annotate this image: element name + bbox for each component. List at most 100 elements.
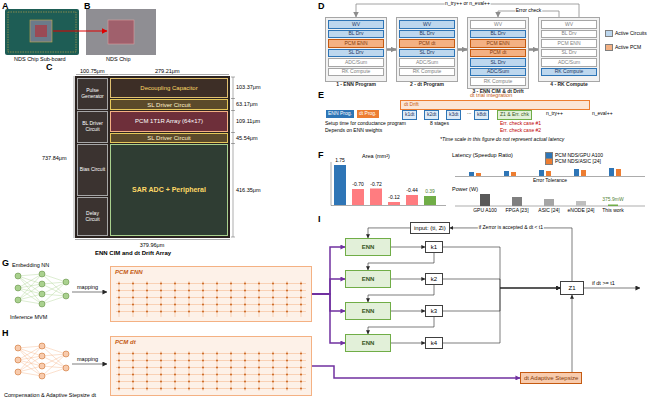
annotation: *Time scale in this figure do not repres… (440, 137, 564, 143)
circuit-block: BL Driver Circuit (77, 111, 108, 143)
annotation: 103.37μm (236, 84, 261, 90)
bar (609, 168, 614, 176)
stage-block: k1dt (402, 110, 417, 120)
array-ground (110, 336, 312, 396)
stage-block: k8dt (474, 110, 489, 120)
bar (469, 172, 474, 176)
annotation: Latency (Speedup Ratio) (452, 152, 513, 158)
node-text: k3 (431, 308, 437, 315)
node-text: Decoupling Capacitor (140, 85, 197, 92)
power-chart (455, 194, 645, 206)
node-text: BL Drv (490, 31, 505, 37)
stage-box: 1 - ENN ProgramWVBL DrvPCM ENNSL DrvADC/… (325, 17, 387, 82)
inactive-unit: RK Compute (328, 68, 384, 77)
bars-gpu (469, 168, 614, 176)
panel-letter: H (2, 328, 9, 338)
node-text: PCM dt (419, 41, 436, 47)
stage-block: k3dt (446, 110, 461, 120)
inactive-unit: BL Drv (541, 30, 597, 39)
panel-letter: B (84, 1, 91, 11)
node-text: SL Drv (348, 50, 363, 56)
annotation: Compensation & Adaptive Stepsize dt (4, 392, 96, 398)
annotation: -0.72 (370, 182, 381, 188)
active-pcm: PCM dt (399, 39, 455, 48)
active-pcm: PCM ENN (470, 39, 526, 48)
inactive-unit: WV (470, 20, 526, 29)
annotation: mapping (77, 284, 98, 290)
annotation: Setup time for conductance program (325, 121, 406, 127)
annotation: Err. check case #2 (500, 128, 541, 134)
legend-item: Active Circuits (605, 30, 647, 37)
annotation: Embedding NN (12, 262, 49, 268)
chip-layout (74, 75, 235, 240)
bar (546, 171, 551, 176)
annotation: n_eval++ (592, 111, 613, 117)
legend-text: Active Circuits (615, 31, 647, 37)
annotation: dt trial integration (470, 92, 512, 98)
inactive-unit: SL Drv (541, 49, 597, 58)
connector (312, 366, 520, 378)
stage-title: 2 - dt Program (397, 82, 457, 88)
node-text: Pulse Generator (79, 88, 106, 100)
node-text: SL Drv (561, 50, 576, 56)
stepsize-box: dt Adaptive Stepsize (520, 372, 582, 384)
synapse-lines (18, 274, 66, 304)
panel-letter: D (318, 1, 325, 11)
node-text: k4 (431, 340, 437, 347)
node-text: Z1 & Err. chk (500, 112, 529, 118)
connector (391, 279, 425, 280)
mapping-arrow (72, 364, 107, 365)
node-text: SL Drv (490, 60, 505, 66)
active-circuit: BL Drv (328, 30, 384, 39)
node-text: ADC/Sum (345, 60, 367, 66)
circuit-block: Delay Circuit (77, 197, 108, 236)
bar (476, 173, 481, 176)
array-ground (110, 266, 312, 322)
annotation: 109.11μm (236, 118, 260, 124)
annotation: 375.9mW (602, 197, 623, 203)
node-text: BL Drv (561, 31, 576, 37)
chip-photo (86, 9, 156, 55)
k-box: k1 (425, 241, 443, 253)
annotation: Area (mm²) (362, 153, 390, 159)
connector (312, 294, 345, 311)
area-chart (331, 162, 446, 206)
legend-text: PCM NDS/ASIC [24] (555, 159, 601, 165)
node-text: PCM dt (490, 50, 507, 56)
edge-label: Error check (515, 8, 543, 14)
stage-box: 4 - RK ComputeWVBL DrvPCM ENNSL DrvADC/S… (538, 17, 600, 82)
node-text: k2dt (427, 112, 436, 118)
panel-letter: E (318, 90, 324, 100)
connector (312, 247, 345, 294)
enn-box: ENN (345, 238, 391, 256)
node-text: ENN (362, 308, 375, 315)
bar (388, 202, 400, 205)
active-circuit: SL Drv (399, 49, 455, 58)
board-photo (5, 9, 79, 55)
axis (455, 176, 645, 177)
enn-box: ENN (345, 302, 391, 320)
annotation: ... (467, 110, 471, 116)
node-text: Delay Circuit (79, 211, 106, 223)
node-text: ENN Prog. (328, 111, 352, 117)
node-text: PCM ENN (115, 269, 143, 276)
enn-box: ENN (345, 270, 391, 288)
node-text: WV (494, 22, 502, 28)
legend-item: Active PCM (605, 44, 641, 51)
annotation: 0.39 (425, 189, 435, 195)
node-text: input: (ti, Zi) (414, 225, 446, 232)
bar (544, 199, 554, 206)
node-text: PCM ENN (486, 41, 509, 47)
bar (504, 171, 509, 176)
annotation: FPGA [23] (505, 208, 528, 214)
bar (424, 196, 436, 205)
stage-block: k2dt (424, 110, 439, 120)
annotation: 100.75μm (80, 68, 105, 74)
panel-letter: C (46, 62, 53, 72)
annotation: -0.44 (406, 188, 417, 194)
mapping-arrow (72, 292, 107, 293)
embedding-network (15, 271, 69, 307)
stage-box: 2 - dt ProgramWVBL DrvPCM dtSL DrvADC/Su… (396, 17, 458, 82)
node-text: k8dt (477, 112, 486, 118)
active-pcm: PCM dt (470, 49, 526, 58)
